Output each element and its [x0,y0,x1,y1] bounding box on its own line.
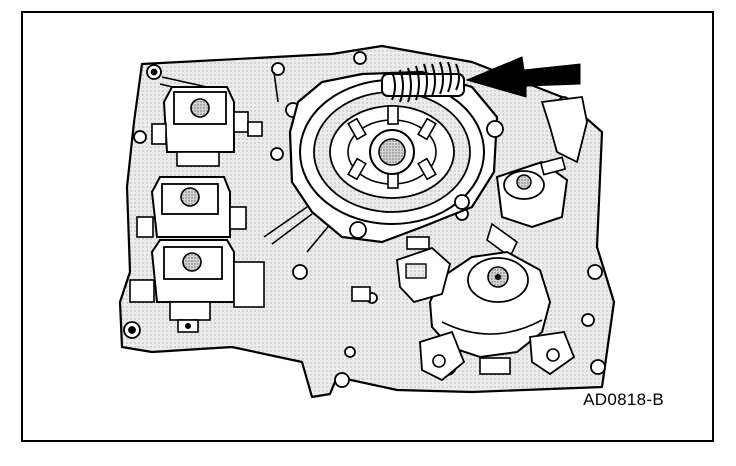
right-bracket [540,96,588,164]
coil-spring [381,61,465,103]
solenoid-stack-left [129,86,265,333]
pump-housing [288,70,504,244]
figure-id-label: AD0818-B [583,390,664,409]
valve-body-illustration [118,44,616,399]
figure-frame: AD0818-B [21,11,714,442]
solenoid-upper-right [486,156,569,259]
solid-left-arrow [465,56,581,98]
solenoid-lower-right [396,246,576,382]
small-fittings [351,236,430,302]
